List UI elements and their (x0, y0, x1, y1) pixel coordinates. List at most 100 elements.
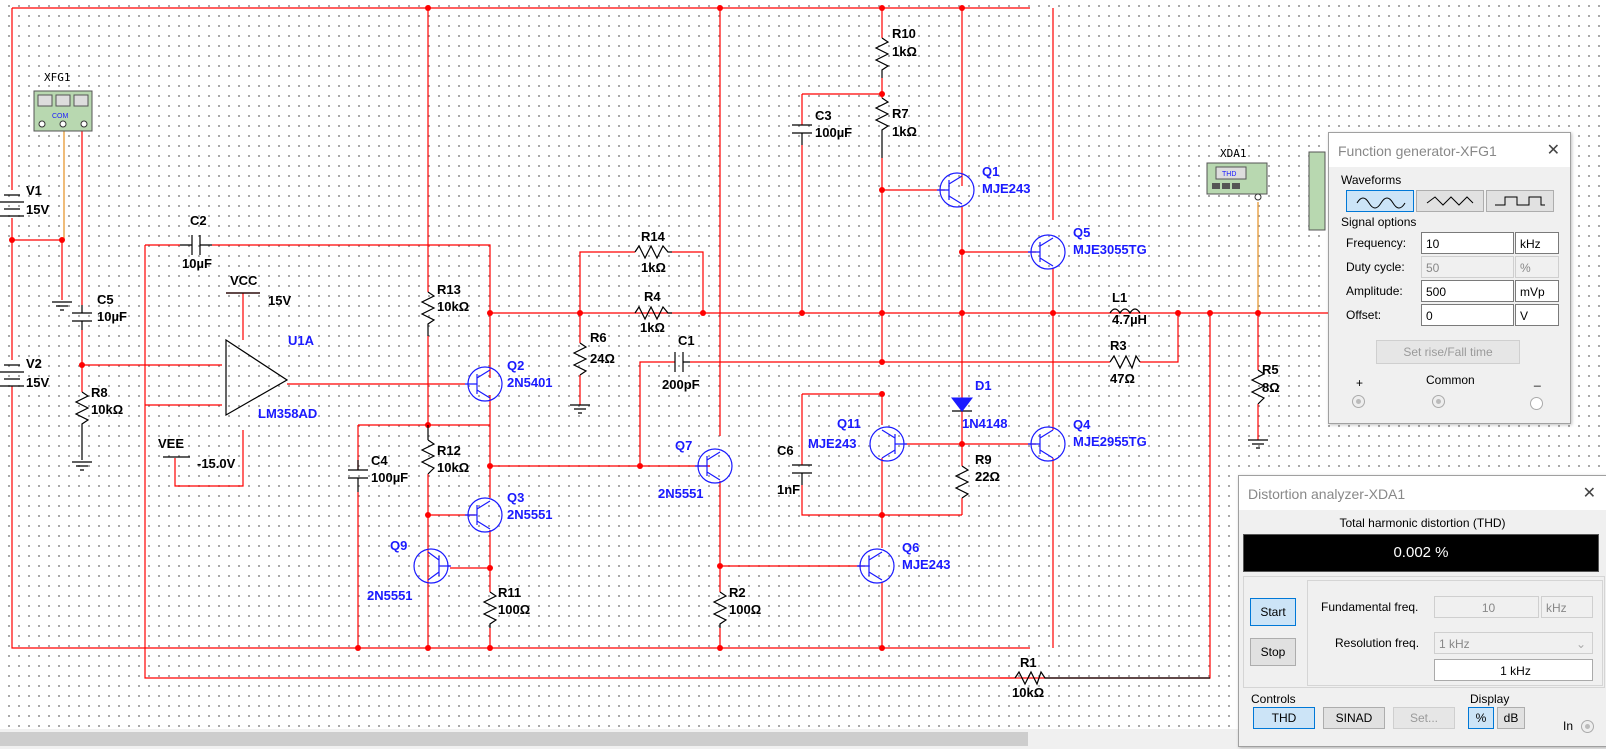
xda1-instrument[interactable] (1206, 162, 1268, 201)
field-label: Amplitude: (1346, 284, 1403, 298)
label-r6: R6 (590, 330, 607, 345)
value-v2: 15V (26, 375, 49, 390)
distortion-analyzer-dialog[interactable]: Distortion analyzer-XDA1 ✕ Total harmoni… (1238, 475, 1606, 747)
xda1-thd-label: THD (1222, 171, 1236, 178)
value-q4: MJE2955TG (1073, 434, 1147, 449)
controls-label: Controls (1251, 692, 1296, 706)
label-vee: VEE (158, 436, 184, 451)
in-terminal-label: In (1563, 719, 1574, 733)
common-terminal-radio[interactable] (1432, 395, 1445, 408)
value-r13: 10kΩ (437, 299, 469, 314)
xda1-label: XDA1 (1220, 147, 1247, 160)
value-r12: 10kΩ (437, 460, 469, 475)
value-c4: 100µF (371, 470, 408, 485)
field-label: Offset: (1346, 308, 1382, 322)
minus-terminal-radio[interactable] (1530, 397, 1543, 410)
value-r2: 100Ω (729, 602, 761, 617)
value-c6: 1nF (777, 482, 800, 497)
dialog-titlebar[interactable]: Function generator-XFG1 ✕ (1329, 133, 1570, 167)
value-q11: MJE243 (808, 436, 856, 451)
label-c1: C1 (678, 333, 695, 348)
value-q6: MJE243 (902, 557, 950, 572)
resolution-freq-select[interactable]: 1 kHz ⌄ (1434, 632, 1593, 654)
value-l1: 4.7µH (1112, 312, 1147, 327)
label-r10: R10 (892, 26, 916, 41)
dialog-title: Distortion analyzer-XDA1 (1248, 486, 1406, 502)
label-c4: C4 (371, 453, 388, 468)
fundamental-freq-field[interactable]: 10 (1434, 596, 1539, 618)
value-r11: 100Ω (498, 602, 530, 617)
close-icon[interactable]: ✕ (1582, 485, 1596, 502)
horizontal-scroll-thumb[interactable] (0, 732, 1028, 746)
label-q6: Q6 (902, 540, 919, 555)
field-input[interactable]: 0 (1421, 304, 1514, 326)
oscilloscope-instrument[interactable] (1308, 151, 1326, 231)
xfg1-instrument[interactable] (33, 90, 93, 132)
dialog-title: Function generator-XFG1 (1338, 143, 1497, 159)
set-rise-fall-time-button[interactable]: Set rise/Fall time (1376, 340, 1520, 364)
value-r9: 22Ω (975, 469, 1000, 484)
field-label: Duty cycle: (1346, 260, 1405, 274)
thd-button[interactable]: THD (1253, 707, 1315, 729)
label-c3: C3 (815, 108, 832, 123)
dialog-titlebar[interactable]: Distortion analyzer-XDA1 ✕ (1239, 476, 1606, 510)
stop-button[interactable]: Stop (1250, 638, 1296, 666)
square-wave-icon (1495, 196, 1545, 206)
value-q5: MJE3055TG (1073, 242, 1147, 257)
label-r8: R8 (91, 385, 108, 400)
field-unit[interactable]: % (1515, 256, 1559, 278)
triangle-wave-icon (1426, 196, 1474, 206)
label-q9: Q9 (390, 538, 407, 553)
plus-terminal-label: + (1356, 376, 1364, 390)
label-c2: C2 (190, 213, 207, 228)
start-button[interactable]: Start (1250, 598, 1296, 626)
field-unit[interactable]: kHz (1515, 232, 1559, 254)
value-d1: 1N4148 (962, 416, 1008, 431)
component-symbols[interactable] (0, 37, 1268, 686)
label-q7: Q7 (675, 438, 692, 453)
in-terminal-radio[interactable] (1581, 720, 1594, 733)
percent-button[interactable]: % (1468, 707, 1494, 729)
schematic-canvas[interactable]: XFG1 COM XDA1 THD V115VV215VC210µFC510µF… (0, 0, 1606, 730)
minus-terminal-label: _ (1534, 373, 1541, 387)
label-r9: R9 (975, 452, 992, 467)
value-c5: 10µF (97, 309, 127, 324)
value-vcc: 15V (268, 293, 291, 308)
close-icon[interactable]: ✕ (1546, 142, 1560, 159)
fundamental-freq-label: Fundamental freq. (1321, 600, 1419, 614)
signal-options-label: Signal options (1341, 215, 1417, 229)
chevron-down-icon: ⌄ (1575, 637, 1586, 651)
probe-wires (63, 128, 1259, 313)
transistor-symbols[interactable] (413, 172, 1066, 584)
value-r10: 1kΩ (892, 44, 917, 59)
value-q2: 2N5401 (507, 375, 553, 390)
triangle-wave-button[interactable] (1416, 190, 1484, 212)
label-c5: C5 (97, 292, 114, 307)
wire-network[interactable] (11, 7, 1330, 679)
display-label: Display (1470, 692, 1510, 706)
field-input[interactable]: 10 (1421, 232, 1514, 254)
field-input[interactable]: 500 (1421, 280, 1514, 302)
field-unit[interactable]: mVp (1515, 280, 1559, 302)
label-q4: Q4 (1073, 417, 1091, 432)
resolution-freq-label: Resolution freq. (1335, 636, 1420, 650)
square-wave-button[interactable] (1486, 190, 1554, 212)
plus-terminal-radio[interactable] (1352, 395, 1365, 408)
function-generator-dialog[interactable]: Function generator-XFG1 ✕ Waveforms Sign… (1328, 132, 1571, 424)
label-r14: R14 (641, 229, 666, 244)
sinad-button[interactable]: SINAD (1323, 707, 1385, 729)
fundamental-freq-unit: kHz (1541, 596, 1593, 618)
label-r5: R5 (1262, 362, 1279, 377)
set-button[interactable]: Set... (1393, 707, 1455, 729)
field-input[interactable]: 50 (1421, 256, 1514, 278)
resolution-freq-value: 1 kHz (1439, 637, 1470, 651)
sine-wave-button[interactable] (1346, 190, 1414, 212)
label-r1: R1 (1020, 655, 1037, 670)
field-label: Frequency: (1346, 236, 1407, 250)
thd-heading: Total harmonic distortion (THD) (1339, 516, 1506, 530)
label-r11: R11 (498, 585, 521, 600)
value-v1: 15V (26, 202, 49, 217)
field-unit[interactable]: V (1515, 304, 1559, 326)
db-button[interactable]: dB (1497, 707, 1525, 729)
label-q11: Q11 (837, 416, 861, 431)
